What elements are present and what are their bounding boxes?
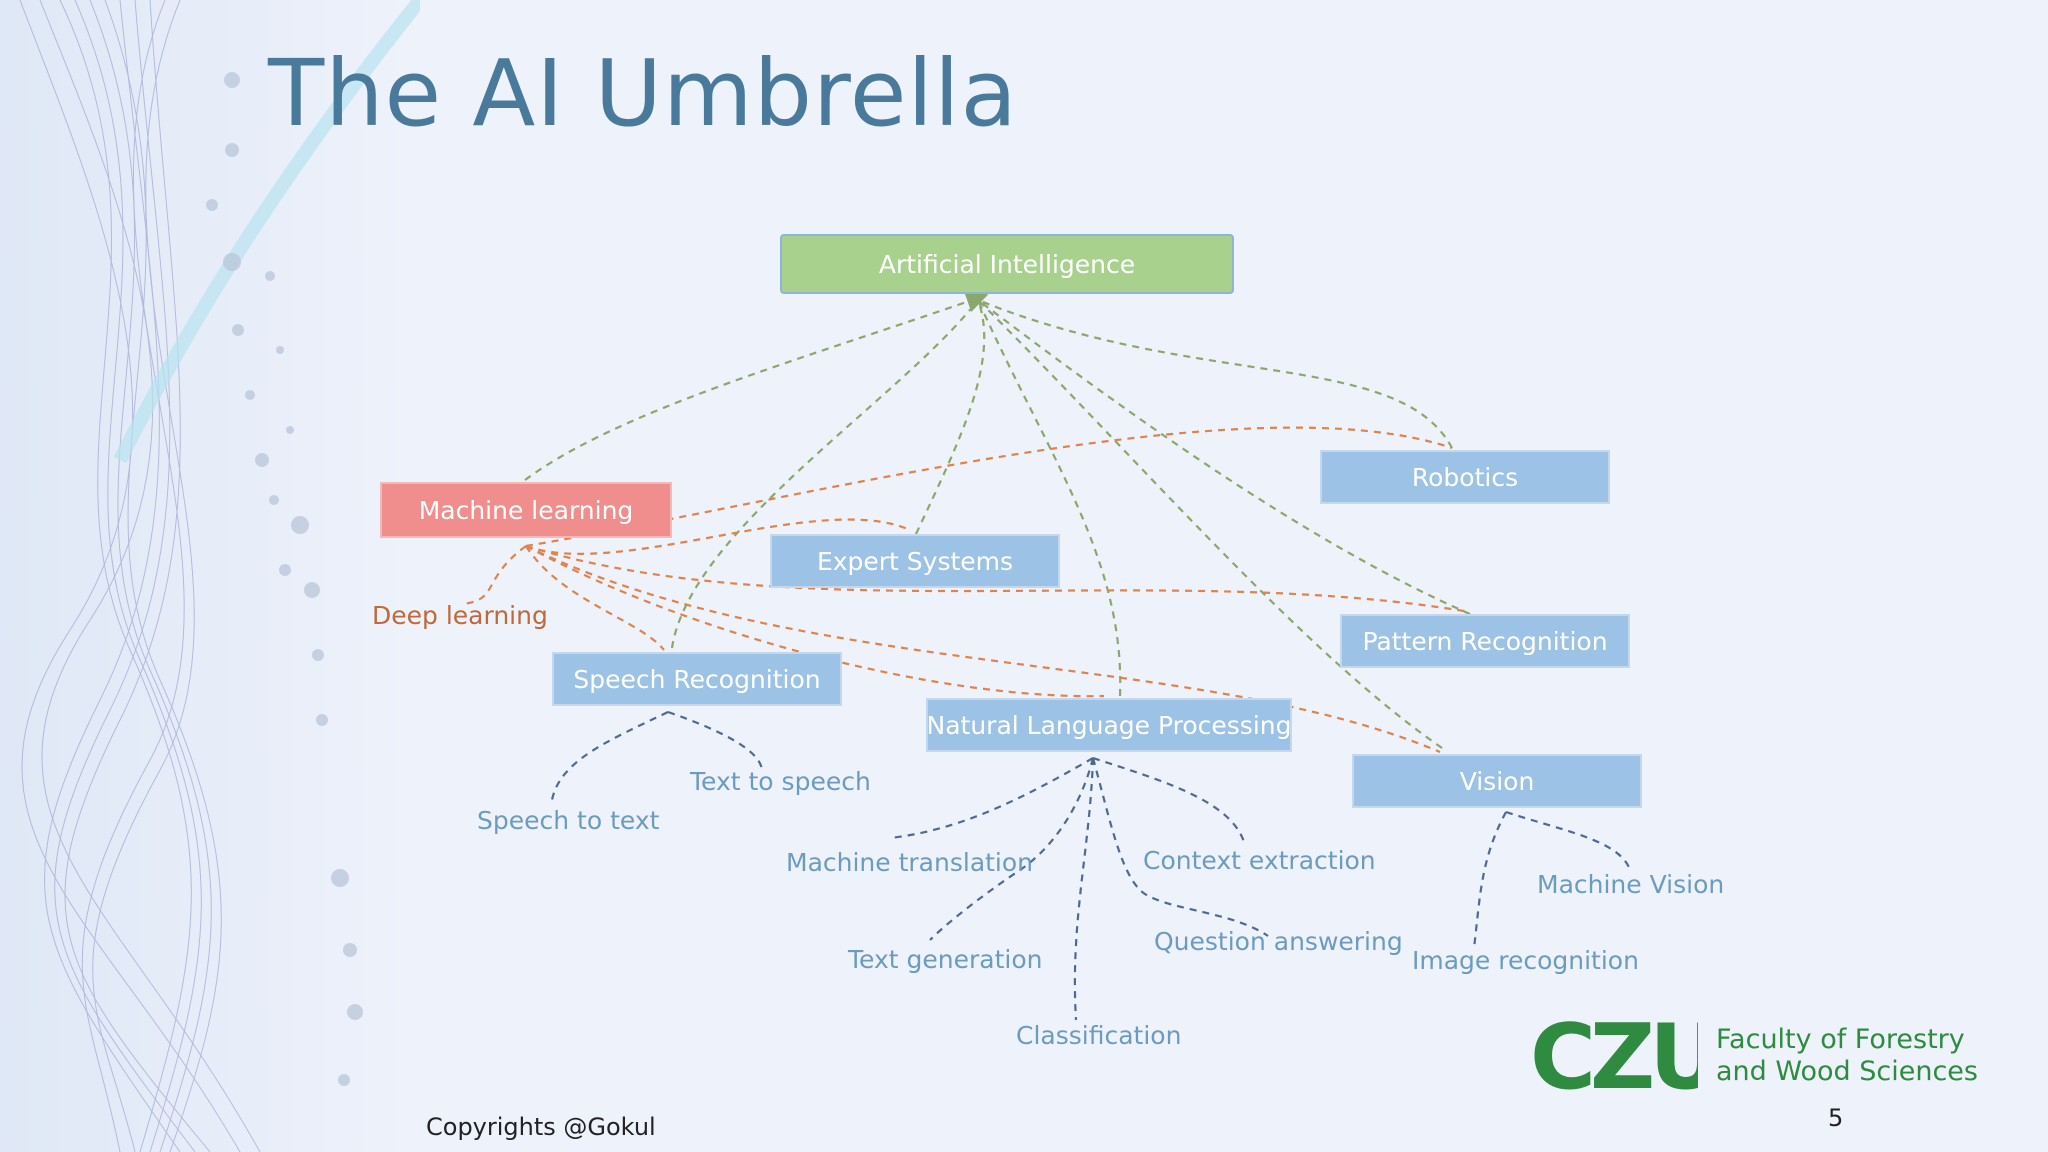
leaf-links [550, 710, 1632, 1021]
node-machine-learning: Machine learning [380, 482, 672, 538]
leaf-deep-learning: Deep learning [372, 601, 548, 630]
leaf-question-answering: Question answering [1154, 927, 1403, 956]
czu-logo: CZU [1530, 1012, 1698, 1096]
node-speech-recognition: Speech Recognition [552, 652, 842, 706]
node-artificial-intelligence: Artificial Intelligence [780, 234, 1234, 294]
faculty-line-2: and Wood Sciences [1716, 1056, 1978, 1087]
node-pattern-recognition: Pattern Recognition [1340, 614, 1630, 668]
leaf-classification: Classification [1016, 1021, 1182, 1050]
node-vision: Vision [1352, 754, 1642, 808]
leaf-context-extraction: Context extraction [1143, 846, 1376, 875]
leaf-text-generation: Text generation [848, 945, 1043, 974]
leaf-text-to-speech: Text to speech [690, 767, 871, 796]
node-natural-language-processing: Natural Language Processing [926, 698, 1292, 752]
leaf-machine-translation: Machine translation [786, 848, 1034, 877]
slide-title: The AI Umbrella [268, 40, 1018, 147]
leaf-speech-to-text: Speech to text [477, 806, 660, 835]
copyright-text: Copyrights @Gokul [426, 1113, 656, 1141]
leaf-image-recognition: Image recognition [1412, 946, 1639, 975]
node-expert-systems: Expert Systems [770, 534, 1060, 588]
faculty-line-1: Faculty of Forestry [1716, 1024, 1965, 1055]
page-number: 5 [1828, 1104, 1844, 1132]
background-wave-decoration [0, 0, 420, 1152]
leaf-machine-vision: Machine Vision [1537, 870, 1725, 899]
svg-text:CZU: CZU [1530, 1012, 1698, 1096]
ai-links [524, 291, 1471, 749]
faculty-name: Faculty of Forestry and Wood Sciences [1716, 1024, 1978, 1088]
node-robotics: Robotics [1320, 450, 1610, 504]
